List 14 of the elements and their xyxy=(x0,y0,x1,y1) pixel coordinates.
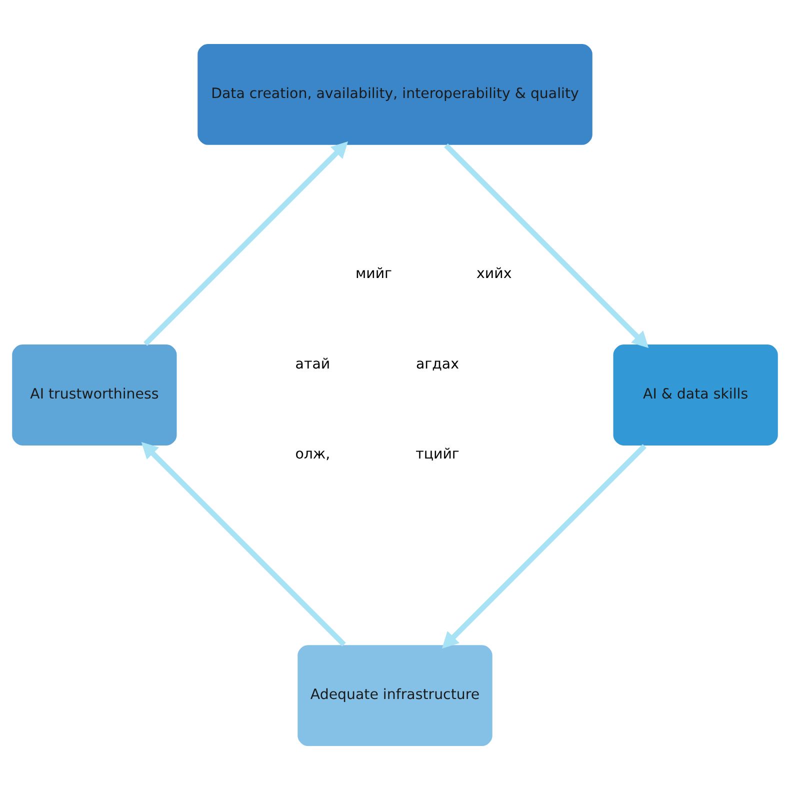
arrow xyxy=(442,444,646,648)
label: олж, xyxy=(295,446,330,462)
arrow xyxy=(444,143,649,348)
label: агдах xyxy=(416,356,459,372)
node-box: Adequate infrastructure xyxy=(296,644,494,746)
arrow xyxy=(141,441,346,646)
node-box: AI & data skills xyxy=(612,343,779,446)
label: тцийг xyxy=(416,446,460,462)
arrow xyxy=(144,140,348,346)
label: атай xyxy=(295,356,330,372)
label: мийг xyxy=(355,265,392,282)
label: хийх xyxy=(476,265,512,282)
node-box: Data creation, availability, interoperability & quality xyxy=(196,42,594,146)
node-box: AI trustworthiness xyxy=(11,343,178,446)
